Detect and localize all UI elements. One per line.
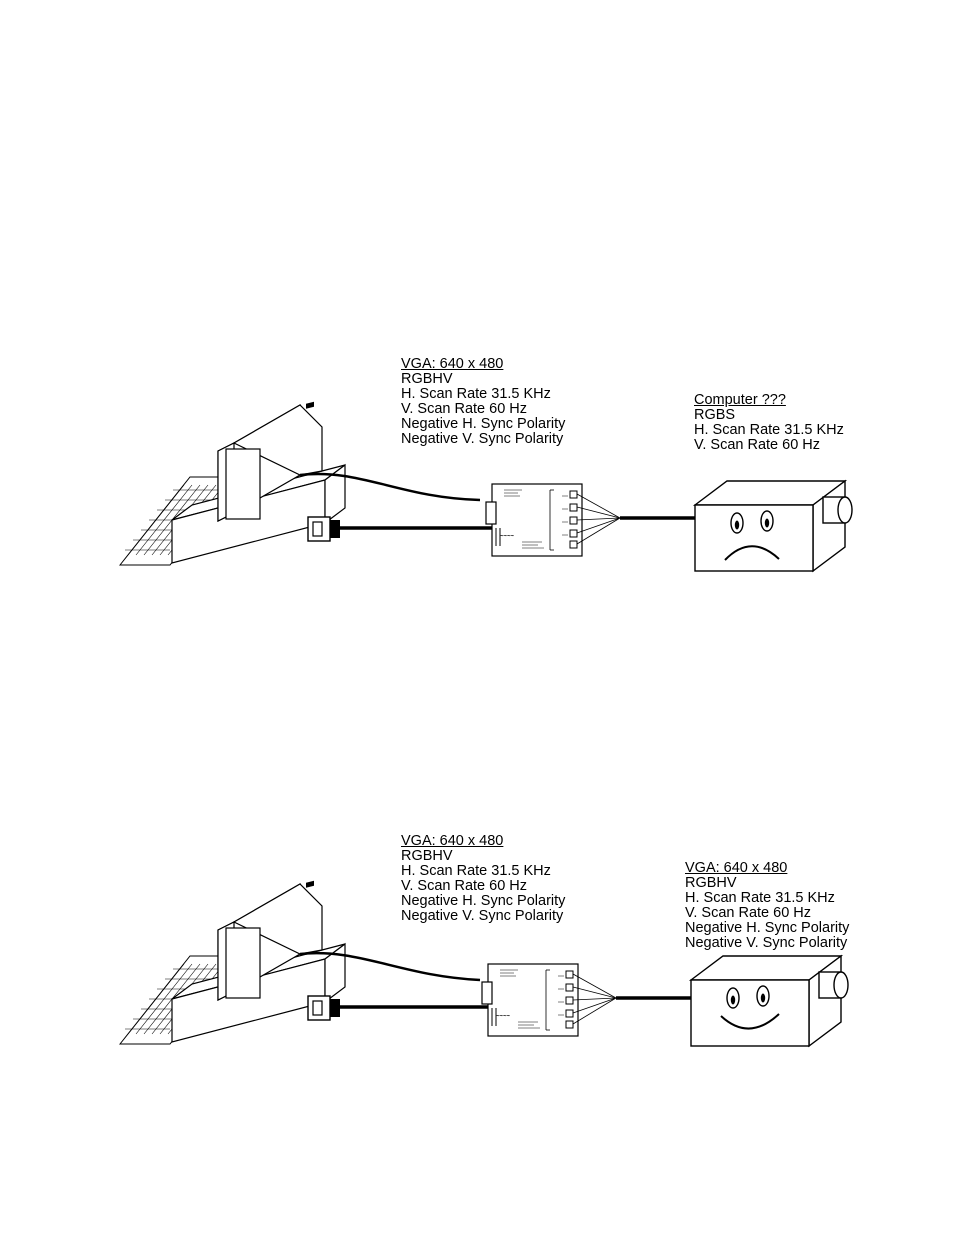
source-signal-line: V. Scan Rate 60 Hz bbox=[401, 401, 528, 417]
source-signal-line: Negative V. Sync Polarity bbox=[401, 908, 564, 924]
source-signal-line: Negative V. Sync Polarity bbox=[401, 431, 564, 447]
display-signal-line: H. Scan Rate 31.5 KHz bbox=[694, 422, 844, 438]
top-computer bbox=[119, 401, 346, 566]
display-signal-line: H. Scan Rate 31.5 KHz bbox=[685, 890, 835, 906]
source-signal-line: H. Scan Rate 31.5 KHz bbox=[401, 863, 551, 879]
smile-mouth bbox=[720, 1013, 780, 1030]
display-signal-line: RGBS bbox=[694, 407, 736, 423]
source-signal-line: V. Scan Rate 60 Hz bbox=[401, 878, 528, 894]
top-cable-monitor bbox=[299, 472, 481, 502]
display-signal-label-top: Computer ??? RGBS H. Scan Rate 31.5 KHz … bbox=[694, 393, 844, 453]
display-signal-line: Negative V. Sync Polarity bbox=[685, 935, 848, 951]
top-display-box bbox=[694, 480, 853, 572]
source-signal-line: Negative H. Sync Polarity bbox=[401, 893, 566, 909]
bottom-computer bbox=[119, 880, 346, 1045]
source-signal-line: Negative H. Sync Polarity bbox=[401, 416, 566, 432]
frown-mouth bbox=[724, 545, 780, 561]
display-signal-line: RGBHV bbox=[685, 875, 737, 891]
bottom-display-box bbox=[690, 955, 849, 1047]
display-signal-title: Computer ??? bbox=[694, 392, 786, 408]
display-signal-line: Negative H. Sync Polarity bbox=[685, 920, 850, 936]
source-signal-title: VGA: 640 x 480 bbox=[401, 833, 504, 849]
bottom-cable-monitor bbox=[299, 951, 481, 982]
source-signal-line: RGBHV bbox=[401, 371, 453, 387]
display-signal-line: V. Scan Rate 60 Hz bbox=[685, 905, 812, 921]
display-signal-label-bottom: VGA: 640 x 480 RGBHV H. Scan Rate 31.5 K… bbox=[685, 861, 849, 951]
source-signal-line: H. Scan Rate 31.5 KHz bbox=[401, 386, 551, 402]
source-signal-label-bottom: VGA: 640 x 480 RGBHV H. Scan Rate 31.5 K… bbox=[401, 834, 565, 924]
top-interface-box bbox=[485, 483, 621, 557]
source-signal-label-top: VGA: 640 x 480 RGBHV H. Scan Rate 31.5 K… bbox=[401, 357, 565, 447]
bottom-interface-box bbox=[481, 963, 617, 1037]
display-signal-line: V. Scan Rate 60 Hz bbox=[694, 437, 821, 453]
display-signal-title: VGA: 640 x 480 bbox=[685, 860, 788, 876]
source-signal-line: RGBHV bbox=[401, 848, 453, 864]
source-signal-title: VGA: 640 x 480 bbox=[401, 356, 504, 372]
